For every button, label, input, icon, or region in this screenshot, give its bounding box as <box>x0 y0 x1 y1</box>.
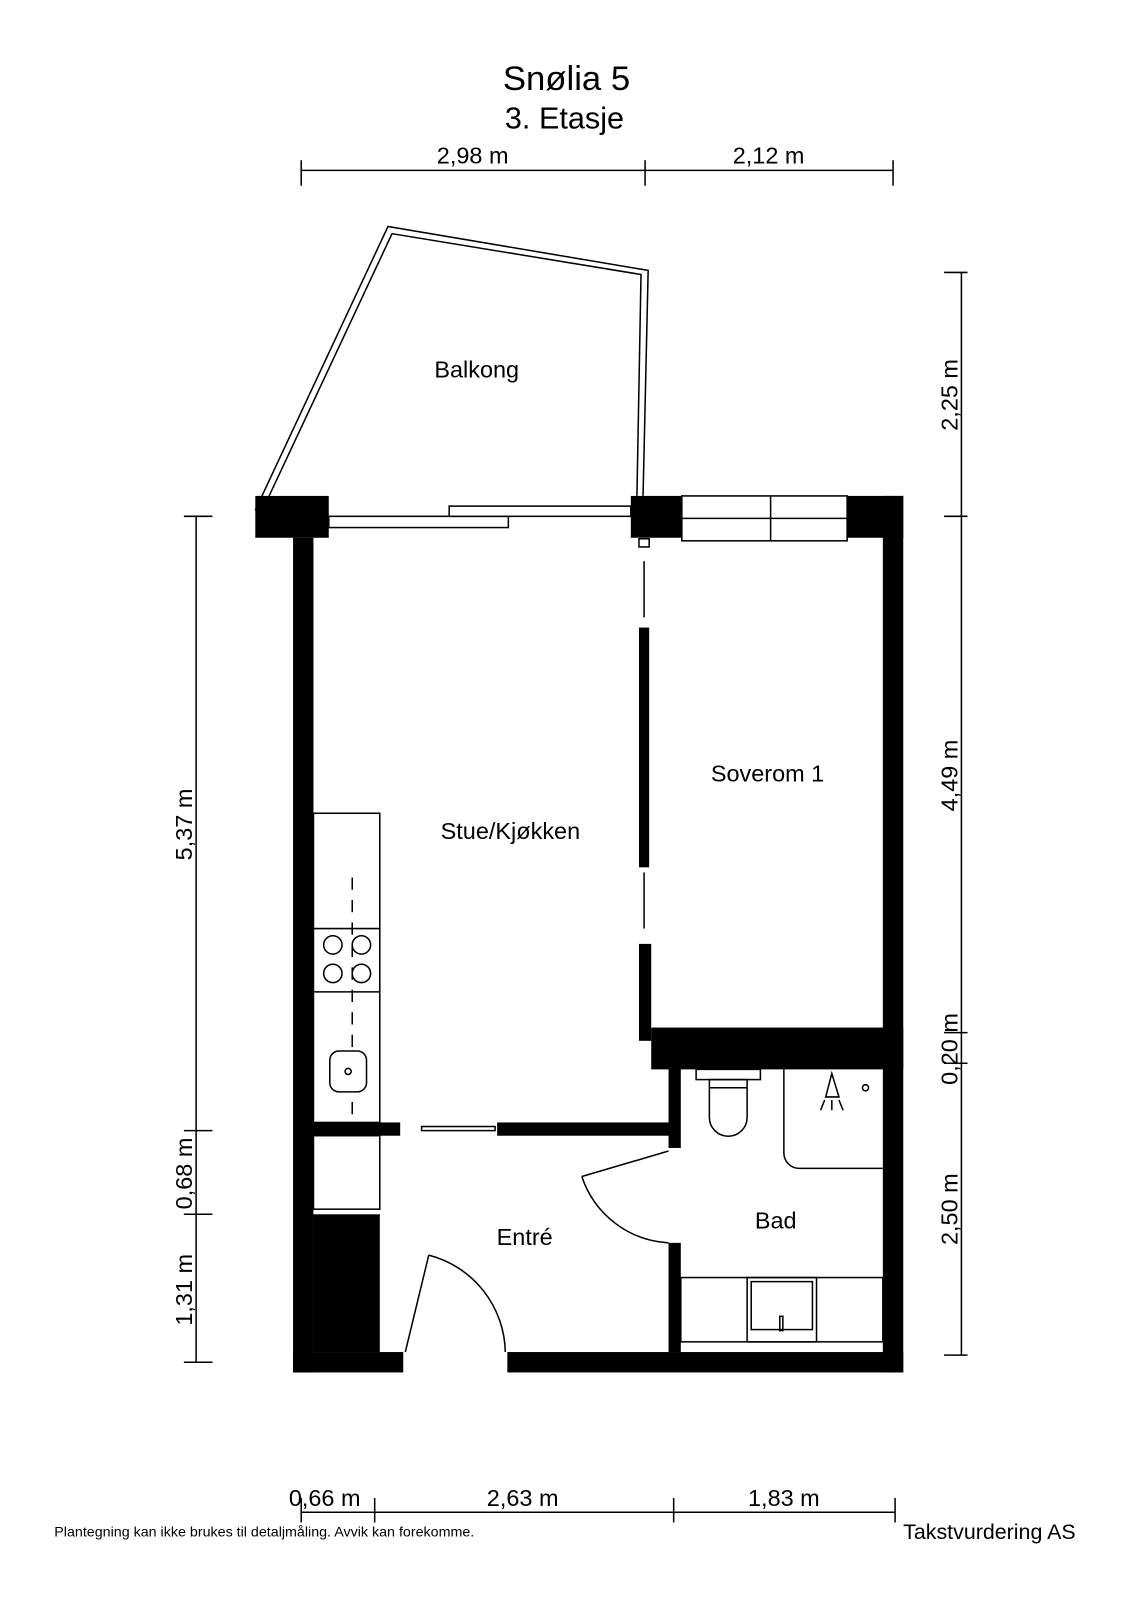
room-label-bathroom: Bad <box>755 1208 797 1234</box>
svg-text:1,83 m: 1,83 m <box>748 1485 820 1511</box>
svg-text:0,68 m: 0,68 m <box>171 1138 197 1210</box>
plan-subtitle: 3. Etasje <box>505 102 624 136</box>
bathroom-sink-icon <box>680 1276 884 1343</box>
dimension-right: 2,25 m 4,49 m 0,20 m 2,50 m <box>936 271 968 1356</box>
balcony: Balkong <box>254 225 649 511</box>
svg-text:Balkong: Balkong <box>434 357 519 383</box>
kitchen-sink-icon <box>329 1050 368 1093</box>
svg-text:0,20 m: 0,20 m <box>936 1013 962 1085</box>
room-label-entrance: Entré <box>497 1224 553 1250</box>
shower-icon <box>783 1069 883 1170</box>
balcony-sliding-door <box>328 505 632 529</box>
svg-text:4,49 m: 4,49 m <box>936 740 962 812</box>
svg-text:5,37 m: 5,37 m <box>171 789 197 861</box>
svg-text:1,31 m: 1,31 m <box>171 1254 197 1326</box>
dimension-left: 5,37 m 0,68 m 1,31 m <box>171 515 213 1364</box>
plan-title: Snølia 5 <box>503 60 630 98</box>
svg-text:2,50 m: 2,50 m <box>936 1173 962 1245</box>
kitchen-counter <box>312 812 381 1210</box>
room-label-bedroom: Soverom 1 <box>711 761 824 787</box>
walls <box>255 495 904 1373</box>
svg-text:0,66 m: 0,66 m <box>289 1485 361 1511</box>
svg-text:2,12 m: 2,12 m <box>733 142 805 168</box>
company-name: Takstvurdering AS <box>903 1520 1076 1544</box>
entrance-door <box>404 1254 507 1353</box>
room-label-living: Stue/Kjøkken <box>441 818 580 844</box>
stove-icon <box>322 934 372 984</box>
window <box>681 495 848 542</box>
svg-text:2,63 m: 2,63 m <box>487 1485 559 1511</box>
dimension-bottom: 0,66 m 2,63 m 1,83 m <box>289 1485 896 1523</box>
bathroom-door <box>581 1150 669 1244</box>
dimension-top: 2,98 m 2,12 m <box>300 142 894 186</box>
entrance-sliding-door <box>420 1125 496 1132</box>
bedroom-sliding-door <box>638 538 650 929</box>
svg-text:2,25 m: 2,25 m <box>936 359 962 431</box>
disclaimer: Plantegning kan ikke brukes til detaljmå… <box>54 1525 474 1541</box>
toilet-icon <box>695 1068 762 1137</box>
svg-text:2,98 m: 2,98 m <box>437 142 509 168</box>
